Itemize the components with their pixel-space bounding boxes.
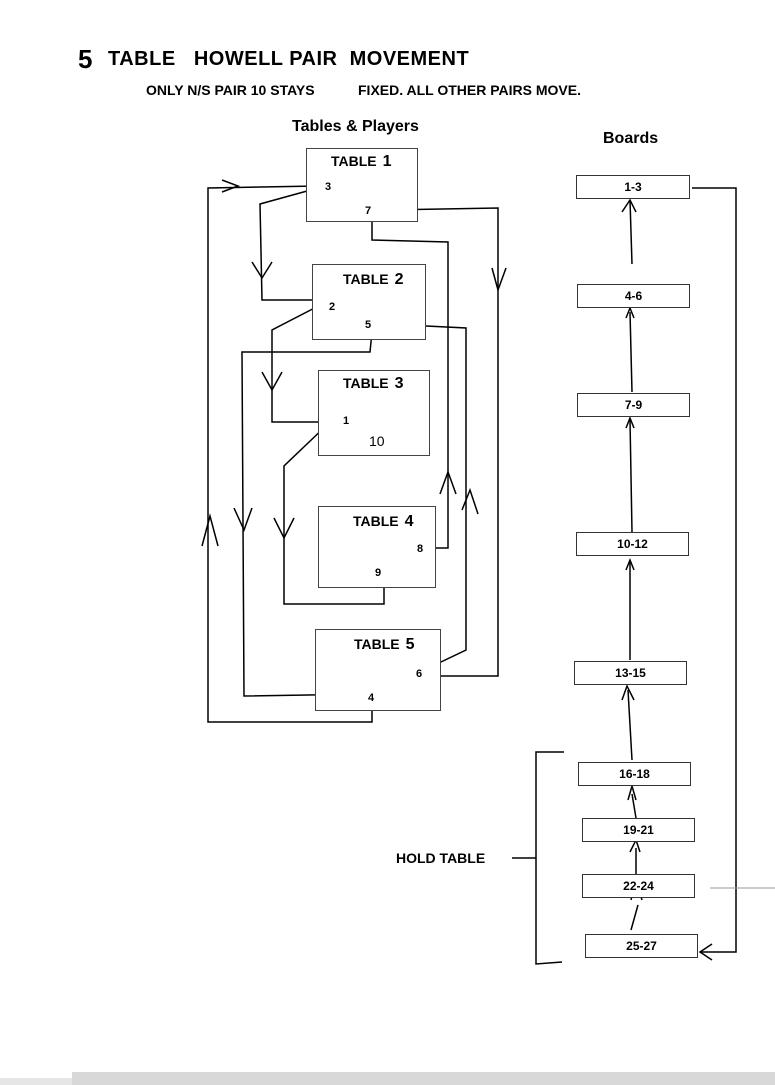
footer-bar [72,1072,775,1085]
board-1-3: 1-3 [576,175,690,199]
pair-4: 4 [368,692,375,704]
boards-heading: Boards [603,130,659,147]
page-title: TABLE HOWELL PAIR MOVEMENT [108,48,470,70]
board-19-21: 19-21 [582,818,695,842]
board-22-24: 22-24 [582,874,695,898]
pair-7: 7 [365,205,372,217]
board-25-27: 25-27 [585,934,698,958]
footer-bar-left [0,1078,72,1085]
pair-8: 8 [417,543,424,555]
subtitle-moves: FIXED. ALL OTHER PAIRS MOVE. [358,82,581,98]
pair-3: 3 [325,181,332,193]
pair-5: 5 [365,319,372,331]
hold-table-label: HOLD TABLE [396,850,486,866]
board-4-6: 4-6 [577,284,690,308]
tables-heading: Tables & Players [292,118,419,135]
subtitle-stays: ONLY N/S PAIR 10 STAYS [146,82,315,98]
pair-6: 6 [416,668,423,680]
title-number: 5 [78,44,93,74]
board-7-9: 7-9 [577,393,690,417]
pair-1: 1 [343,415,350,427]
board-13-15: 13-15 [574,661,687,685]
pair-10: 10 [369,433,385,449]
board-16-18: 16-18 [578,762,691,786]
pair-2: 2 [329,301,336,313]
board-10-12: 10-12 [576,532,689,556]
pair-9: 9 [375,567,382,579]
